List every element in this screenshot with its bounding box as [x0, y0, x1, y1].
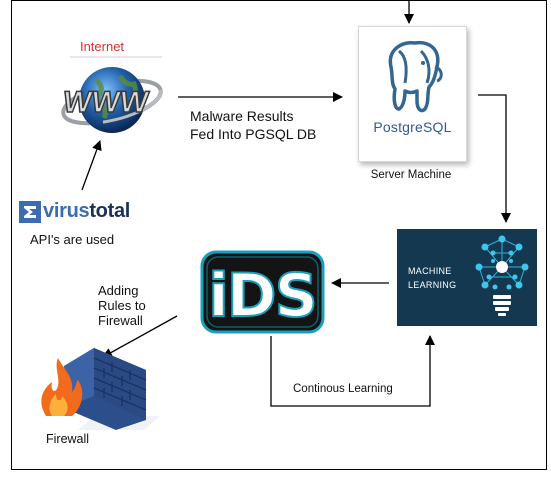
ml-line2: LEARNING: [408, 280, 457, 290]
firewall-label: Firewall: [46, 432, 90, 446]
postgres-elephant-icon: [388, 40, 443, 113]
malware-label-line1: Malware Results: [190, 108, 294, 124]
lightbulb-network-icon: [475, 235, 529, 316]
malware-results-label: Malware Results Fed Into PGSQL DB: [190, 107, 316, 143]
www-logo-text: WWW: [61, 86, 151, 119]
arrow-virustotal-to-internet: [81, 140, 102, 191]
www-globe-icon: WWW: [60, 67, 163, 133]
postgres-card: PostgreSQL: [358, 26, 467, 162]
malware-label-line2: Fed Into PGSQL DB: [190, 126, 317, 142]
arrow-postgres-to-ml: [478, 94, 511, 223]
server-machine-label: Server Machine: [370, 169, 452, 181]
machine-learning-box: MACHINE LEARNING: [397, 229, 537, 326]
virustotal-total-text: total: [89, 200, 131, 222]
arrow-ids-to-firewall: [102, 315, 178, 358]
postgres-logo-text: PostgreSQL: [373, 119, 452, 135]
ids-logo-text: iDS: [208, 261, 316, 331]
firewall-icon: [41, 348, 160, 430]
internet-label: Internet: [79, 39, 125, 54]
arrow-continuous-learning-loop: [270, 335, 435, 407]
continuous-learning-label: Continous Learning: [293, 383, 393, 395]
virustotal-sigma-icon: [19, 201, 41, 223]
api-label: API's are used: [30, 232, 115, 247]
adding-rules-label: Adding Rules to Firewall: [98, 283, 146, 328]
virustotal-logo: virustotal: [19, 199, 147, 224]
virustotal-virus-text: virus: [43, 200, 90, 222]
ml-line1: MACHINE: [408, 266, 452, 276]
ids-logo: iDS: [200, 250, 325, 334]
